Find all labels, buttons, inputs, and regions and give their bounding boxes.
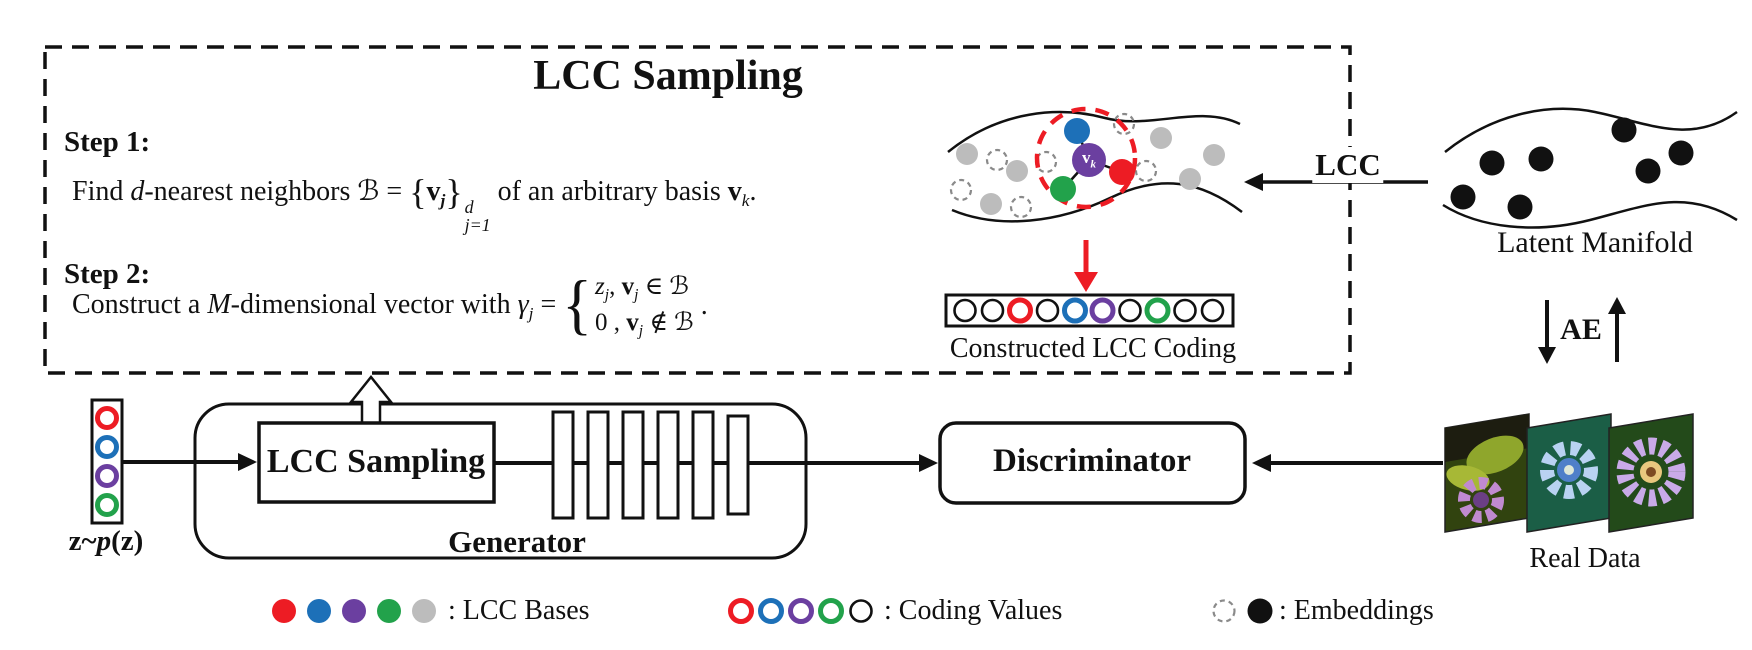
discriminator-box: [938, 421, 1247, 505]
legend-coding-ring: [728, 598, 754, 624]
latent-manifold-illustration: [1442, 107, 1738, 229]
step1-label: Step 1:: [64, 126, 151, 158]
coding-cell: [980, 298, 1005, 323]
generator-label: Generator: [448, 524, 586, 559]
layer-bar: [691, 410, 715, 520]
coding-cell: [953, 298, 977, 323]
latent-bottom-curve: [1442, 200, 1738, 229]
layer-bar: [726, 414, 750, 516]
legend-basis-dot: [412, 599, 436, 623]
latent-manifold-caption: Latent Manifold: [1497, 226, 1693, 259]
legend-coding-ring: [788, 598, 814, 624]
step2-lead: Construct a M-dimensional vector with γj…: [72, 288, 557, 323]
real-to-discriminator-arrowhead: [1252, 454, 1271, 472]
ae-label: AE: [1560, 313, 1602, 346]
z-cell: [95, 435, 119, 459]
basis-dot-vk: [1072, 143, 1106, 177]
z-cell: [95, 406, 119, 430]
legend-embeddings-swatches: [1212, 598, 1273, 624]
legend-bases-swatches: [272, 599, 436, 623]
step2-text: Construct a M-dimensional vector with γj…: [72, 268, 708, 343]
coding-cell: [1173, 298, 1197, 323]
coding-arrowhead: [1074, 272, 1098, 292]
legend-coding-ring: [758, 598, 784, 624]
case-not-in-basis: 0 , vj ∉ ℬ: [595, 309, 694, 340]
legend-bases-label: : LCC Bases: [448, 595, 590, 626]
manifold-top-curve: [947, 110, 1241, 153]
embedding-dots-filled: [956, 127, 1225, 215]
coding-cell: [1062, 297, 1088, 324]
basis-dot-red: [1109, 159, 1135, 185]
legend-coding-ring: [849, 599, 873, 623]
legend-coding-swatches: [728, 598, 873, 624]
layer-bar: [586, 410, 610, 520]
real-image-3: [1608, 413, 1694, 533]
layer-bar: [551, 410, 575, 520]
coding-cell: [1007, 297, 1033, 324]
real-image-2: [1526, 413, 1612, 533]
ae-down-arrowhead: [1538, 347, 1556, 364]
legend-basis-dot: [307, 599, 331, 623]
legend-embedding-filled: [1247, 598, 1273, 624]
z-distribution-label: z~p(z): [68, 525, 144, 557]
legend-coding-ring: [818, 598, 844, 624]
real-data-caption: Real Data: [1529, 543, 1641, 574]
generator-box: [193, 402, 808, 560]
vk-dot-label: vk: [1082, 148, 1096, 171]
neighborhood-dashed-circle: [1034, 106, 1138, 210]
real-data-images: [1444, 413, 1694, 533]
layer-bar: [621, 410, 645, 520]
coding-cell: [1118, 298, 1142, 323]
step2-label: Step 2:: [64, 258, 151, 290]
coding-cell: [1089, 297, 1116, 324]
cases-brace: {: [562, 268, 593, 343]
lcc-arrow-label: LCC: [1312, 147, 1384, 183]
z-cell: [95, 493, 119, 517]
legend-embedding-dashed: [1212, 599, 1236, 623]
manifold-bottom-curve: [951, 182, 1243, 223]
panel-title: LCC Sampling: [533, 53, 803, 99]
coding-cell: [1144, 297, 1171, 324]
latent-top-curve: [1444, 107, 1738, 153]
legend-coding-label: : Coding Values: [884, 595, 1063, 626]
generator-layer-bars: [551, 410, 750, 520]
legend-basis-dot: [342, 599, 366, 623]
layer-bar: [656, 410, 680, 520]
legend-embeddings-label: : Embeddings: [1279, 595, 1434, 626]
real-image-1-content: [1445, 414, 1529, 523]
coding-cell: [1035, 298, 1060, 323]
lcc-manifold-illustration: [947, 106, 1243, 223]
lcc-arrowhead: [1244, 173, 1263, 191]
coding-arrow: [1074, 240, 1098, 292]
lcc-block-arrow: [348, 374, 394, 425]
legend-basis-dot: [272, 599, 296, 623]
coding-cells: [953, 297, 1225, 324]
case-in-basis: zj, vj ∈ ℬ: [595, 273, 690, 304]
z-to-lcc-arrowhead: [238, 453, 257, 471]
legend-basis-dot: [377, 599, 401, 623]
basis-dot-blue: [1064, 118, 1090, 144]
discriminator-label: Discriminator: [993, 443, 1191, 479]
lcc-panel-border: [43, 45, 1352, 375]
coding-caption: Constructed LCC Coding: [949, 333, 1237, 364]
real-image-3-content: [1616, 437, 1686, 507]
generator-to-discriminator-arrowhead: [919, 454, 938, 472]
z-cell: [95, 464, 119, 488]
ae-arrows: [1538, 297, 1626, 364]
lcc-sampling-box: [257, 421, 496, 504]
real-image-2-content: [1540, 441, 1598, 499]
z-vector-cells: [95, 406, 119, 517]
lcc-sampling-box-label: LCC Sampling: [266, 443, 486, 480]
embedding-dots-dashed: [949, 112, 1158, 219]
real-image-1: [1444, 413, 1530, 533]
ae-up-arrowhead: [1608, 297, 1626, 314]
coding-cell: [1200, 298, 1225, 323]
basis-dot-green: [1050, 176, 1076, 202]
latent-embedding-dots: [1450, 117, 1694, 220]
gamma-cases: zj, vj ∈ ℬ 0 , vj ∉ ℬ: [595, 270, 694, 343]
